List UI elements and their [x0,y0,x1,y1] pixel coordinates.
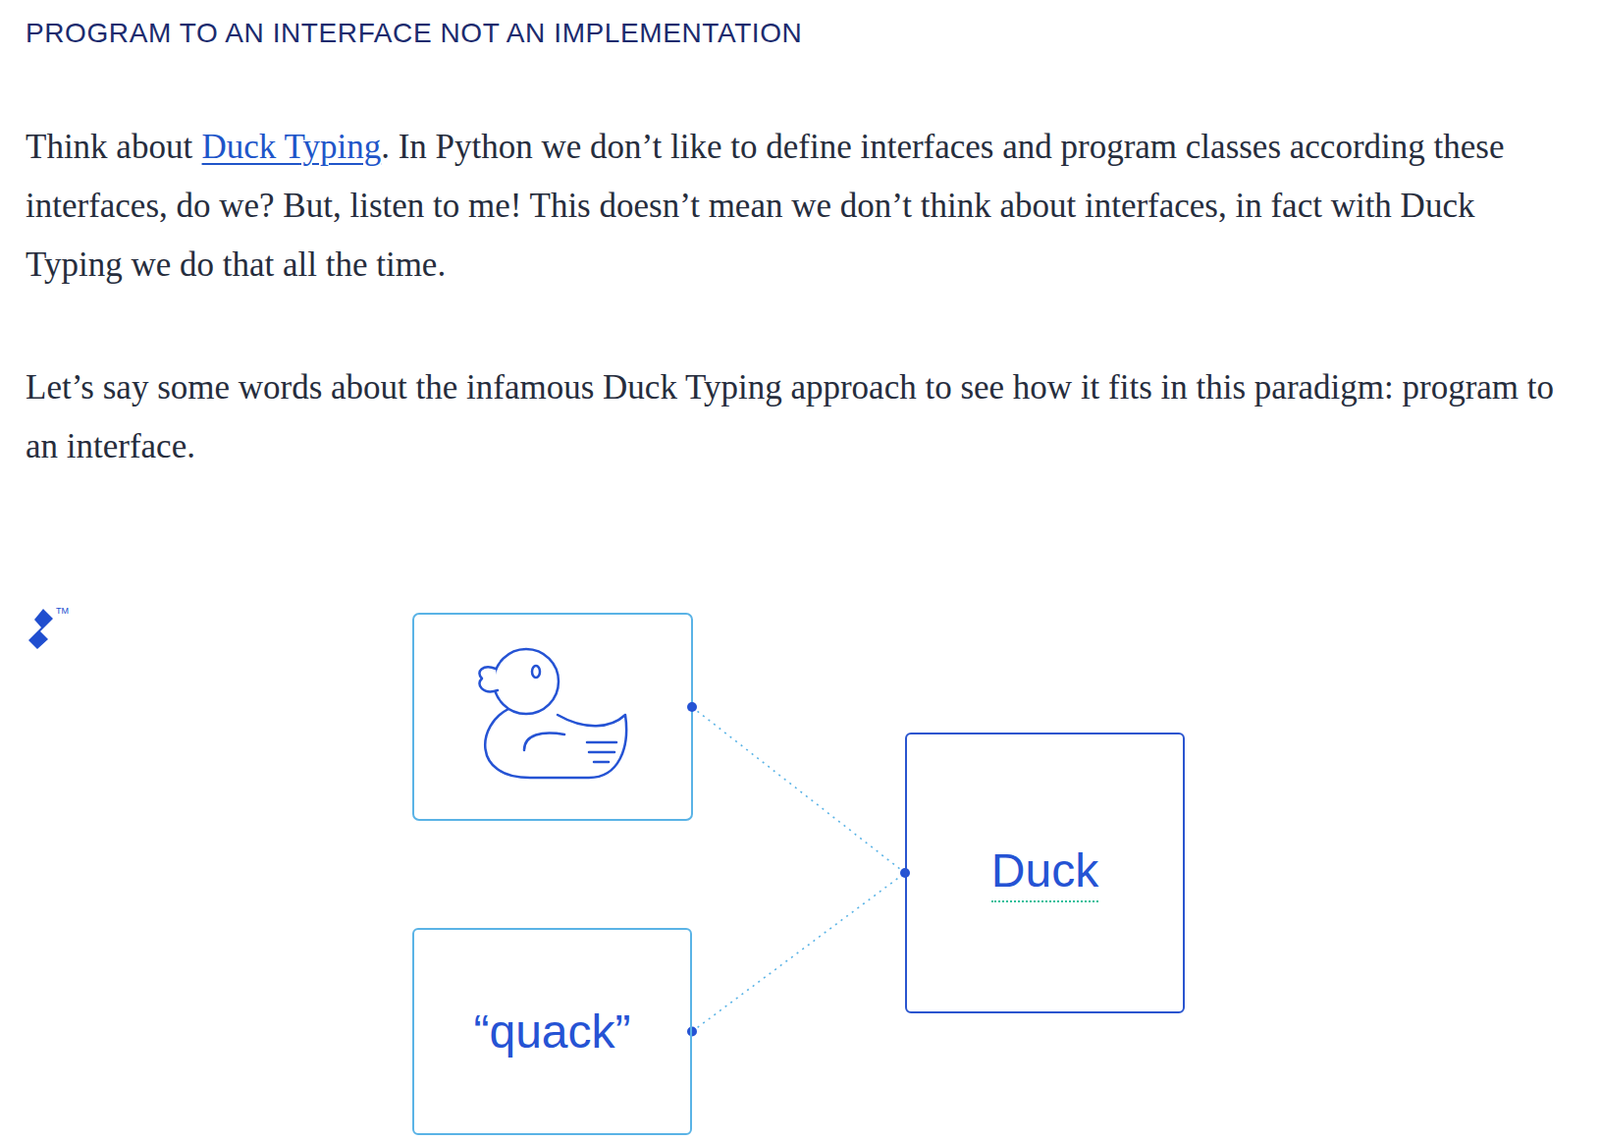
text-link: Duck Typing [202,127,382,166]
duck-illustration [479,648,627,778]
body-paragraph: Let’s say some words about the infamous … [25,358,1557,477]
duck-tail-lines [586,742,617,762]
paragraph-text: Think about [25,127,193,166]
dotted-connector [692,872,906,1032]
body-paragraph: Think aboutDuck Typing. In Python we don… [25,117,1557,295]
dotted-connector [692,706,906,873]
box-label: Duck [991,843,1099,903]
connector-dot [687,1026,697,1037]
connector-dot [687,701,697,712]
duck-eye [532,665,540,678]
type-box: Duck [905,732,1185,1014]
box-label: “quack” [473,1004,631,1060]
paragraph-text: Let’s say some words about the infamous … [25,368,1554,466]
trademark-mark: TM [55,605,69,616]
duck-beak [479,666,498,692]
message-box: “quack” [412,927,693,1135]
brand-logo [28,608,54,649]
connector-group [687,867,910,1037]
duck-wing [524,733,565,750]
illustration-box [413,613,693,820]
connector-layer [687,867,910,1037]
section-heading: PROGRAM TO AN INTERFACE NOT AN IMPLEMENT… [25,15,802,52]
duck-head [493,648,559,714]
duck-body [484,708,627,778]
